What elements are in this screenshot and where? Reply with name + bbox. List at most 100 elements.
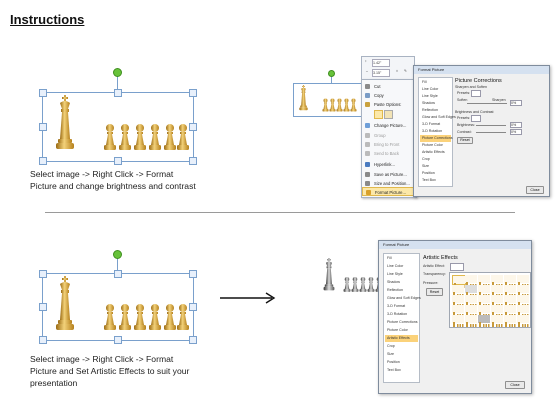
rotate-handle[interactable] xyxy=(113,250,122,259)
reset-button[interactable]: Reset xyxy=(457,137,473,144)
resize-handle-nw[interactable] xyxy=(39,89,47,97)
sidebar-item[interactable]: Line Style xyxy=(387,272,403,276)
sidebar-item[interactable]: 3-D Rotation xyxy=(422,129,443,133)
brightness-value[interactable]: 0% xyxy=(510,122,522,128)
menu-item-copy[interactable]: Copy xyxy=(362,91,416,100)
effect-swatch[interactable] xyxy=(504,285,516,297)
effect-swatch[interactable] xyxy=(517,305,529,317)
brightness-slider[interactable] xyxy=(476,125,506,126)
effect-swatch[interactable] xyxy=(491,295,503,307)
sidebar-item[interactable]: Position xyxy=(422,171,435,175)
sidebar-item[interactable]: Picture Color xyxy=(387,328,408,332)
sidebar-item[interactable]: Size xyxy=(387,352,394,356)
contrast-value[interactable]: 0% xyxy=(510,129,522,135)
effect-swatch[interactable] xyxy=(452,285,464,297)
close-button[interactable]: Close xyxy=(505,381,525,389)
effect-swatch[interactable] xyxy=(478,295,490,307)
resize-handle-sw[interactable] xyxy=(39,157,47,165)
effect-swatch[interactable] xyxy=(491,285,503,297)
sidebar-item[interactable]: Picture Color xyxy=(422,143,443,147)
effect-swatch[interactable] xyxy=(465,285,477,297)
width-field[interactable]: 3.15" xyxy=(372,69,390,77)
effect-swatch[interactable] xyxy=(517,275,529,287)
height-field[interactable]: 1.42" xyxy=(372,59,390,67)
sidebar-item[interactable]: Text Box xyxy=(387,368,401,372)
sidebar-item[interactable]: Fill xyxy=(387,256,392,260)
artistic-effects-gallery[interactable] xyxy=(449,272,531,328)
resize-handle-e[interactable] xyxy=(189,303,197,311)
menu-item-format-picture[interactable]: Format Picture... xyxy=(362,187,416,196)
effect-swatch[interactable] xyxy=(465,305,477,317)
effect-swatch[interactable] xyxy=(478,305,490,317)
resize-handle-ne[interactable] xyxy=(189,89,197,97)
paste-keep-source-button[interactable] xyxy=(384,110,393,119)
sidebar-item-artistic-effects[interactable]: Artistic Effects xyxy=(385,335,418,343)
resize-handle-n[interactable] xyxy=(114,89,122,97)
effect-swatch[interactable] xyxy=(465,315,477,327)
effect-swatch[interactable] xyxy=(491,305,503,317)
sidebar-item[interactable]: 3-D Format xyxy=(422,122,441,126)
effect-swatch[interactable] xyxy=(478,285,490,297)
resize-handle-w[interactable] xyxy=(39,303,47,311)
effect-swatch[interactable] xyxy=(452,315,464,327)
sidebar-item[interactable]: 3-D Rotation xyxy=(387,312,408,316)
rotate-handle[interactable] xyxy=(113,68,122,77)
sharpen-value[interactable]: 0% xyxy=(510,100,522,106)
sidebar-item[interactable]: Fill xyxy=(422,80,427,84)
effect-swatch[interactable] xyxy=(504,295,516,307)
effect-swatch[interactable] xyxy=(452,275,466,288)
effect-swatch[interactable] xyxy=(478,275,490,287)
effect-swatch[interactable] xyxy=(504,305,516,317)
effect-swatch[interactable] xyxy=(491,315,503,327)
sidebar-item[interactable]: Line Color xyxy=(387,264,404,268)
sidebar-item[interactable]: Line Style xyxy=(422,94,438,98)
menu-item-change-picture[interactable]: Change Picture... xyxy=(362,121,416,130)
reset-button[interactable]: Reset xyxy=(426,288,443,296)
resize-handle-sw[interactable] xyxy=(39,336,47,344)
sidebar-item[interactable]: Line Color xyxy=(422,87,439,91)
effect-swatch[interactable] xyxy=(465,295,477,307)
resize-handle-ne[interactable] xyxy=(189,270,197,278)
presets-dropdown[interactable] xyxy=(471,90,481,97)
close-button[interactable]: Close xyxy=(526,186,544,194)
sidebar-item[interactable]: Size xyxy=(422,164,429,168)
style-icon[interactable]: ✎ xyxy=(404,69,408,73)
sidebar-item[interactable]: Glow and Soft Edges xyxy=(422,115,456,119)
resize-handle-se[interactable] xyxy=(189,336,197,344)
resize-handle-s[interactable] xyxy=(114,336,122,344)
effect-swatch[interactable] xyxy=(465,275,477,287)
sidebar-item[interactable]: Artistic Effects xyxy=(422,150,445,154)
sidebar-item[interactable]: Crop xyxy=(422,157,430,161)
sidebar-item[interactable]: Reflection xyxy=(387,288,403,292)
effect-swatch[interactable] xyxy=(478,315,490,327)
effect-swatch[interactable] xyxy=(517,295,529,307)
sidebar-item[interactable]: Shadow xyxy=(422,101,435,105)
presets-dropdown[interactable] xyxy=(471,115,481,122)
menu-item-hyperlink[interactable]: Hyperlink... xyxy=(362,160,416,169)
menu-item-size-position[interactable]: Size and Position... xyxy=(362,179,416,188)
sidebar-item[interactable]: Shadow xyxy=(387,280,400,284)
effect-swatch[interactable] xyxy=(517,285,529,297)
effect-swatch[interactable] xyxy=(491,275,503,287)
sharpen-slider[interactable] xyxy=(467,103,507,104)
resize-handle-e[interactable] xyxy=(189,123,197,131)
contrast-slider[interactable] xyxy=(476,132,506,133)
sidebar-item[interactable]: Glow and Soft Edges xyxy=(387,296,421,300)
effect-swatch[interactable] xyxy=(517,315,529,327)
effect-swatch[interactable] xyxy=(452,295,464,307)
menu-item-save-as-picture[interactable]: Save as Picture... xyxy=(362,170,416,179)
resize-handle-se[interactable] xyxy=(189,157,197,165)
sidebar-item-picture-corrections[interactable]: Picture Corrections xyxy=(420,135,453,143)
effect-swatch[interactable] xyxy=(504,315,516,327)
sidebar-item[interactable]: Text Box xyxy=(422,178,436,182)
effect-swatch[interactable] xyxy=(452,305,464,317)
paste-picture-button[interactable] xyxy=(374,110,383,119)
crop-icon[interactable]: ⌗ xyxy=(396,69,399,73)
menu-item-cut[interactable]: Cut xyxy=(362,82,416,91)
sidebar-item[interactable]: Reflection xyxy=(422,108,438,112)
sidebar-item[interactable]: 3-D Format xyxy=(387,304,406,308)
resize-handle-n[interactable] xyxy=(114,270,122,278)
sidebar-item[interactable]: Picture Corrections xyxy=(387,320,418,324)
effect-swatch[interactable] xyxy=(504,275,516,287)
resize-handle-s[interactable] xyxy=(114,157,122,165)
